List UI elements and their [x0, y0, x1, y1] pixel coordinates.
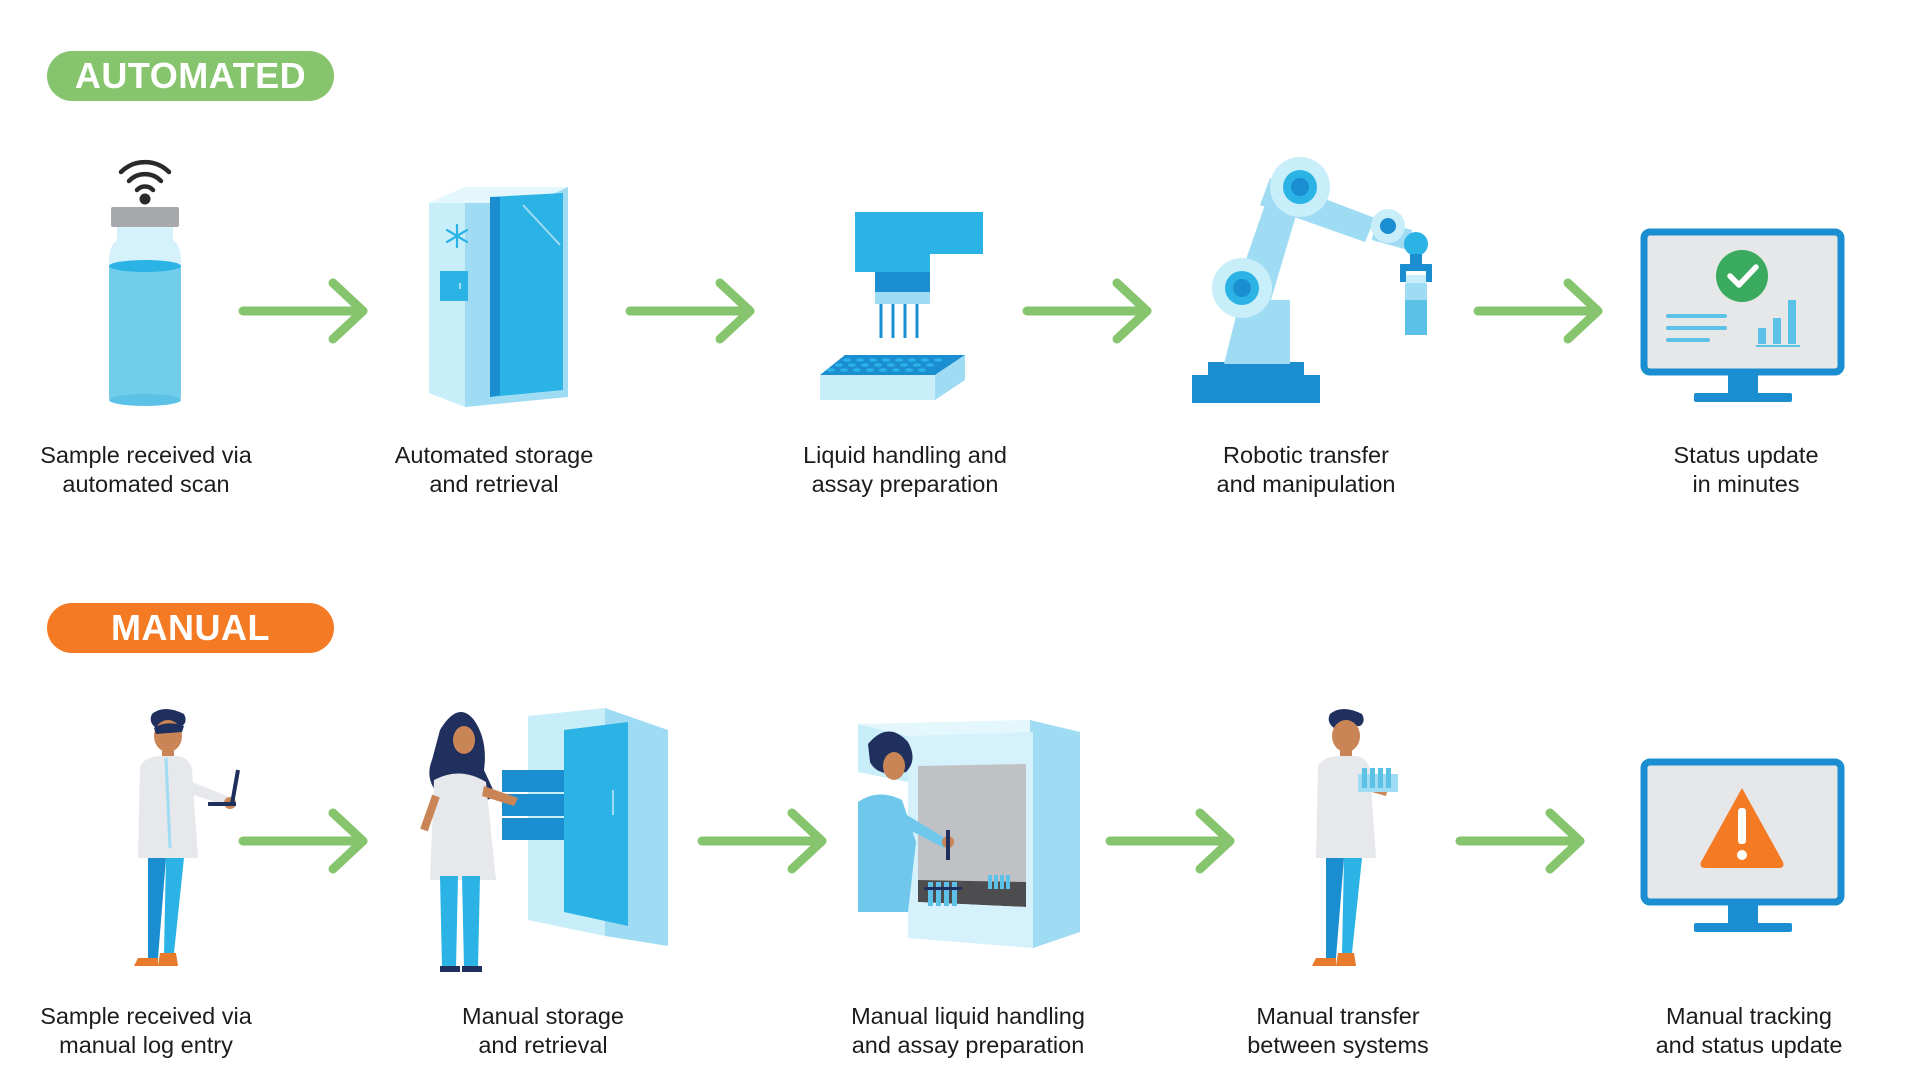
arrow-icon [1022, 278, 1152, 344]
well-dot [848, 363, 856, 367]
well-dot [856, 358, 864, 362]
arrow-icon [238, 808, 368, 874]
liquid-handler-icon [820, 212, 983, 400]
well-dot [882, 358, 890, 362]
well-dot [853, 368, 861, 372]
well-dot [861, 363, 869, 367]
well-dot [827, 368, 835, 372]
automated-badge: AUTOMATED [47, 51, 334, 101]
well-dot [913, 363, 921, 367]
well-dot [908, 358, 916, 362]
well-dot [835, 363, 843, 367]
arrow-icon [238, 278, 368, 344]
well-dot [879, 368, 887, 372]
well-dot [866, 368, 874, 372]
well-dot [840, 368, 848, 372]
well-dot [874, 363, 882, 367]
monitor-check-icon [1640, 228, 1845, 402]
well-dot [869, 358, 877, 362]
well-dot [900, 363, 908, 367]
robotic-arm-icon [1192, 157, 1432, 403]
arrow-icon [1105, 808, 1235, 874]
monitor-warning-icon [1640, 758, 1845, 932]
well-dot [918, 368, 926, 372]
well-dot [892, 368, 900, 372]
scientist-laptop-icon [134, 709, 240, 966]
manual-badge: MANUAL [47, 603, 334, 653]
well-dot [926, 363, 934, 367]
well-dot [905, 368, 913, 372]
arrow-icon [1473, 278, 1603, 344]
well-dot [887, 363, 895, 367]
well-dot [934, 358, 942, 362]
arrow-icon [1455, 808, 1585, 874]
sample-vial-wifi-icon [109, 159, 181, 406]
scientist-freezer-icon [420, 708, 668, 972]
scientist-hood-icon [858, 720, 1080, 948]
well-dot [843, 358, 851, 362]
arrow-icon [625, 278, 755, 344]
scientist-tube-rack-icon [1312, 709, 1398, 966]
arrow-icon [697, 808, 827, 874]
well-dot [921, 358, 929, 362]
well-dot [895, 358, 903, 362]
automated-freezer-icon [429, 187, 568, 407]
